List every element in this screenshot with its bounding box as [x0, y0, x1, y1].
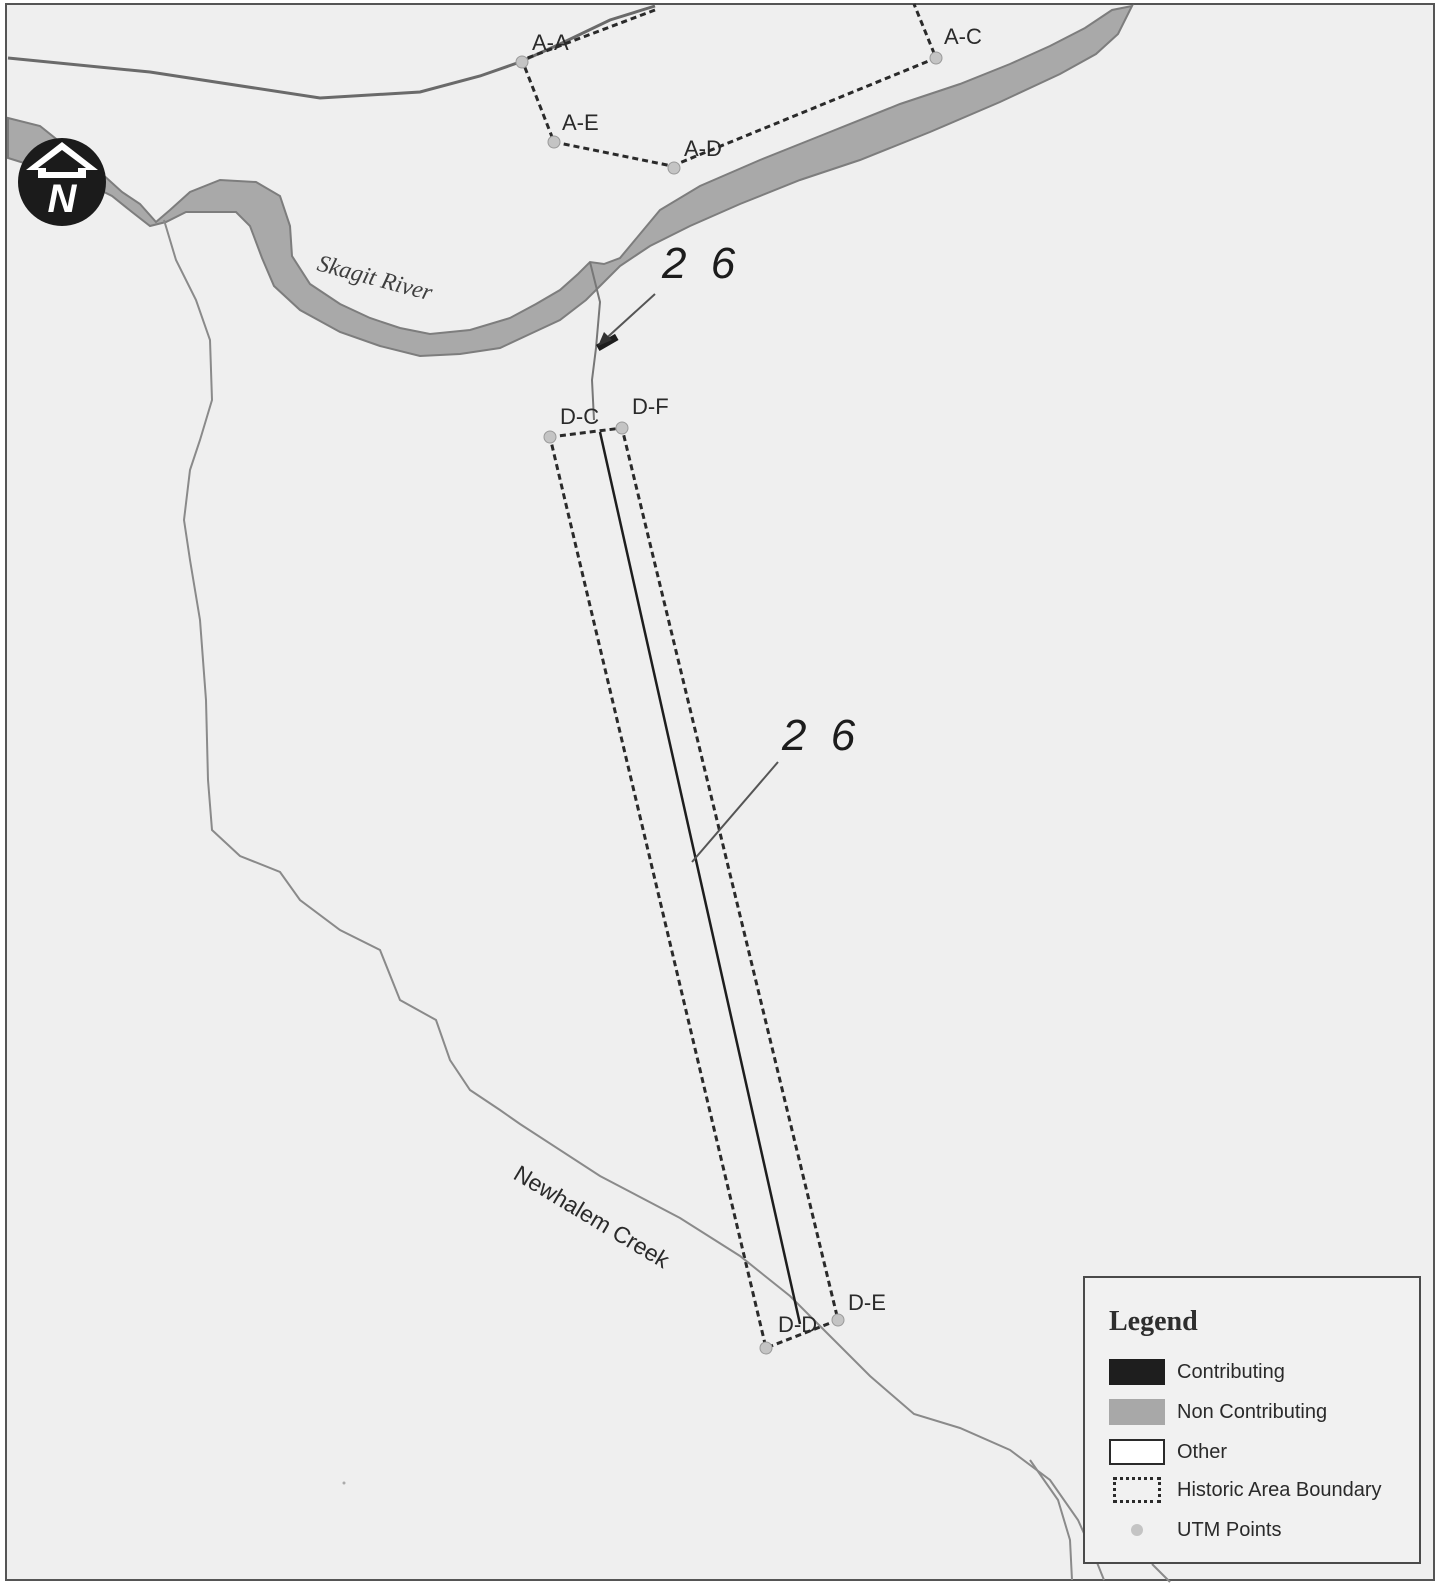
legend-label-contributing: Contributing — [1177, 1360, 1285, 1383]
creek-tributary — [1029, 1459, 1073, 1581]
legend-item-historic-boundary: Historic Area Boundary — [1109, 1474, 1382, 1506]
utm-label-d-d: D-D — [778, 1312, 817, 1337]
non-contributing-swatch — [1109, 1399, 1165, 1425]
utm-point-d-c[interactable] — [543, 430, 557, 444]
utm-point-a-e[interactable] — [547, 135, 561, 149]
utm-label-a-e: A-E — [562, 110, 599, 135]
north-arrow-letter: N — [48, 177, 78, 221]
utm-point-d-f[interactable] — [615, 421, 629, 435]
legend-label-other: Other — [1177, 1440, 1228, 1463]
utm-point-d-e[interactable] — [831, 1313, 845, 1327]
legend-label-non-contributing: Non Contributing — [1177, 1400, 1328, 1423]
newhalem-creek — [163, 219, 1105, 1581]
utm-point-a-d[interactable] — [667, 161, 681, 175]
legend-label-historic-boundary: Historic Area Boundary — [1177, 1478, 1382, 1501]
feature-26-middle-label: 2 6 — [781, 711, 861, 760]
legend-label-utm-points: UTM Points — [1177, 1518, 1282, 1541]
feature-26-structure[interactable] — [595, 333, 619, 351]
north-arrow-icon: N — [18, 138, 106, 226]
legend-title: Legend — [1109, 1306, 1198, 1337]
historic-boundary-swatch — [1113, 1477, 1161, 1503]
highway — [7, 4, 656, 100]
utm-point-icon — [1131, 1524, 1143, 1536]
utm-label-d-e: D-E — [848, 1290, 886, 1315]
feature-26-top-arrowhead — [598, 332, 612, 346]
legend-item-utm-points: UTM Points — [1109, 1514, 1281, 1546]
contributing-swatch — [1109, 1359, 1165, 1385]
legend: Legend Contributing Non Contributing Oth… — [1083, 1276, 1421, 1564]
legend-item-contributing: Contributing — [1109, 1356, 1285, 1388]
utm-label-a-d: A-D — [684, 136, 722, 161]
utm-points — [515, 51, 943, 1355]
legend-item-non-contributing: Non Contributing — [1109, 1396, 1327, 1428]
skagit-river — [7, 4, 1134, 358]
legend-item-other: Other — [1109, 1436, 1227, 1468]
utm-label-d-f: D-F — [632, 394, 669, 419]
trail — [589, 261, 602, 421]
map-speck — [342, 1481, 346, 1485]
feature-26-middle-leader — [691, 761, 779, 863]
boundary-area-a-west — [520, 8, 673, 168]
utm-label-a-a: A-A — [532, 30, 569, 55]
feature-26-top-leader — [599, 293, 656, 345]
utm-label-d-c: D-C — [560, 404, 599, 429]
feature-26-line[interactable] — [598, 431, 802, 1325]
feature-26-top-label: 2 6 — [661, 239, 741, 288]
utm-label-a-c: A-C — [944, 24, 982, 49]
utm-point-a-c[interactable] — [929, 51, 943, 65]
utm-point-d-d[interactable] — [759, 1341, 773, 1355]
utm-points-swatch — [1109, 1517, 1165, 1543]
creek-tributary-2 — [1151, 1563, 1171, 1583]
utm-point-a-a[interactable] — [515, 55, 529, 69]
other-swatch — [1109, 1439, 1165, 1465]
